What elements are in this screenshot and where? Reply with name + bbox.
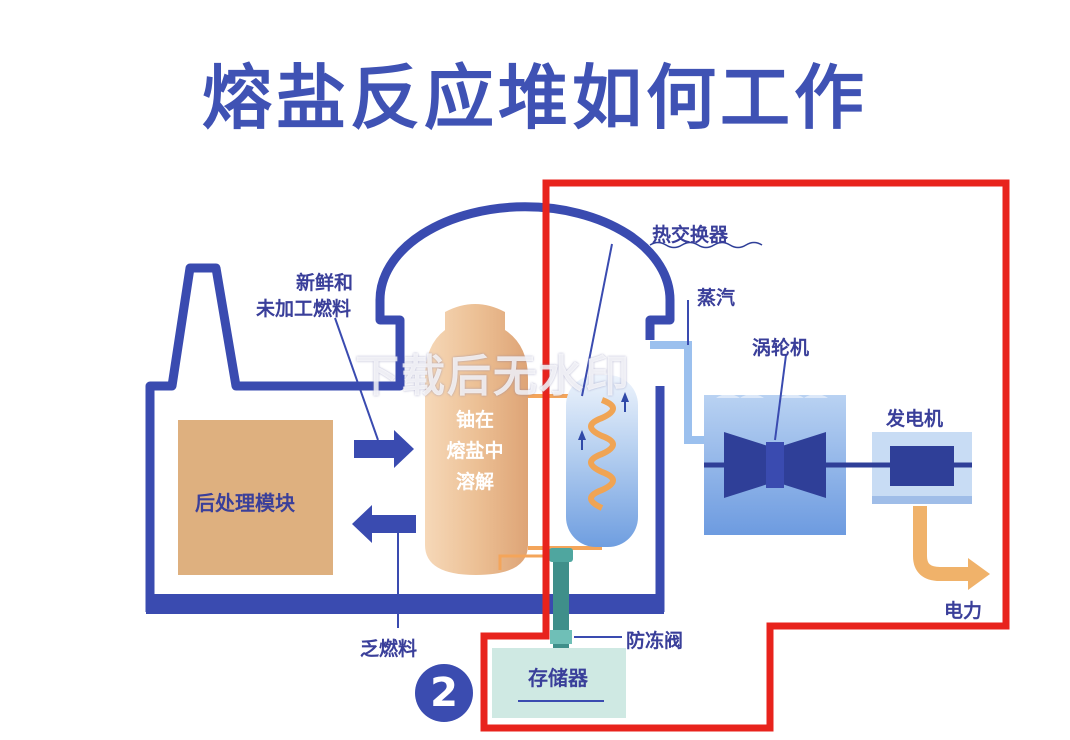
building-floor xyxy=(146,594,664,614)
core-label-line1: 铀在 xyxy=(455,409,494,431)
reprocessing-box xyxy=(178,420,333,575)
reprocessing-label: 后处理模块 xyxy=(195,491,295,515)
storage-label: 存储器 xyxy=(528,666,588,690)
spent-fuel-label: 乏燃料 xyxy=(360,638,418,660)
electricity-arrow xyxy=(913,506,970,581)
heat-exchanger xyxy=(566,375,638,547)
storage-tank xyxy=(492,648,626,718)
heat-exchanger-label: 热交换器 xyxy=(652,224,729,246)
fresh-fuel-arrow xyxy=(354,430,414,468)
highlight-outline xyxy=(480,179,1010,732)
turbine-label: 涡轮机 xyxy=(752,337,810,359)
generator-label: 发电机 xyxy=(886,408,944,430)
step-badge: 2 xyxy=(415,664,473,722)
freeze-valve xyxy=(550,630,572,644)
steam-label: 蒸汽 xyxy=(697,287,736,309)
heat-exchanger-coil xyxy=(588,397,616,511)
generator-core xyxy=(890,446,954,486)
watermark-text: 下载后无水印 xyxy=(355,351,631,402)
freeze-valve-label: 防冻阀 xyxy=(626,630,684,652)
building-outline xyxy=(145,202,675,612)
turbine-rotor-right xyxy=(782,432,826,498)
core-label: 铀在 熔盐中 溶解 xyxy=(425,405,525,498)
core-label-line3: 溶解 xyxy=(455,471,494,493)
fresh-fuel-label-line2: 未加工燃料 xyxy=(256,298,352,320)
steam-pipe xyxy=(650,341,704,444)
reactor-core xyxy=(425,304,528,575)
electricity-label: 电力 xyxy=(944,600,983,622)
spent-fuel-arrow xyxy=(352,505,416,543)
turbine-rotor-left xyxy=(724,432,768,498)
fresh-fuel-label-line1: 新鲜和 xyxy=(296,272,354,294)
page-title: 熔盐反应堆如何工作 xyxy=(202,57,868,139)
freeze-valve-pipe xyxy=(553,548,569,656)
core-label-line2: 熔盐中 xyxy=(446,440,504,462)
